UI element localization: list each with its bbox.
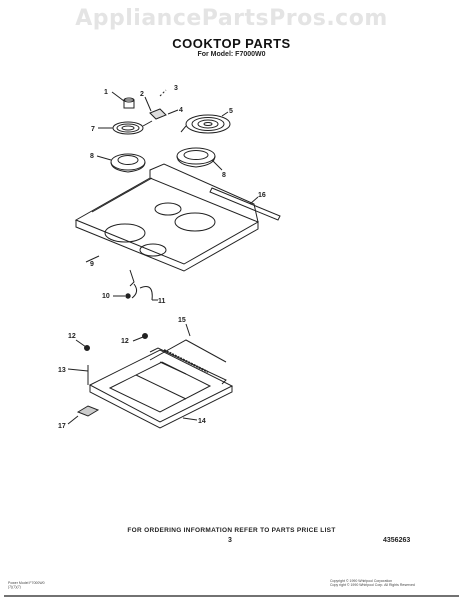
callout-8-right: 8 [222,172,226,179]
page-number: 3 [228,537,232,544]
callout-14: 14 [198,418,206,425]
callout-11: 11 [158,298,166,305]
screws [75,323,191,351]
callout-12-left: 12 [68,333,76,340]
surface-element-small [98,120,153,135]
callout-15: 15 [178,317,186,324]
clip-part [67,405,100,425]
callout-10: 10 [102,293,110,300]
callout-12-right: 12 [121,338,129,345]
page-title: COOKTOP PARTS [172,36,291,51]
callout-17: 17 [58,423,66,430]
callout-9: 9 [90,261,94,268]
drip-bowl-left [96,153,146,173]
receptacle-part [144,89,179,120]
footer-right-text: Copyright © 1990 Whirlpool Corporation C… [330,579,415,587]
callout-13: 13 [58,367,66,374]
cooktop-panel [74,163,260,272]
bracket-part [67,368,89,372]
callout-8-left: 8 [90,153,94,160]
callout-5: 5 [229,108,233,115]
model-subtitle: For Model: F7000W0 [197,51,266,58]
watermark: AppliancePartsPros.com [75,6,388,31]
burner-box [87,339,234,429]
callout-16: 16 [258,192,266,199]
callout-4: 4 [179,107,183,114]
drip-bowl-right [176,147,223,171]
part-number: 4356263 [383,537,411,544]
wire-harness [113,269,158,301]
callout-2: 2 [140,91,144,98]
trim-strip [209,187,281,221]
callout-3: 3 [174,85,178,92]
footer-left-text: Power Model F7000W0 (7)(7)(7) [8,581,45,589]
knob-part [111,91,135,109]
surface-element-large [180,111,231,134]
callout-1: 1 [104,89,108,96]
ordering-note: FOR ORDERING INFORMATION REFER TO PARTS … [127,527,336,534]
callout-labels: 1 2 3 4 5 7 8 8 9 10 11 12 12 13 14 15 1… [58,85,266,430]
callout-7: 7 [91,126,95,133]
